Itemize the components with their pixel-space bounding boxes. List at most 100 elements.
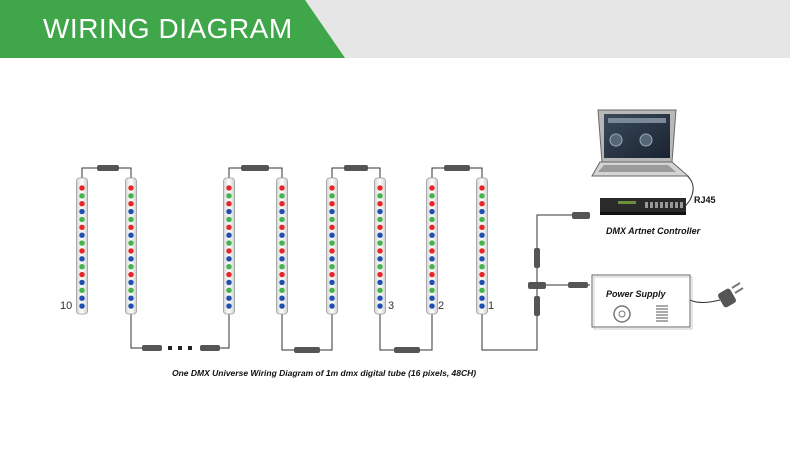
connector xyxy=(394,347,420,353)
led-pixel xyxy=(329,200,335,207)
tube-body xyxy=(426,177,438,315)
led-pixel xyxy=(479,287,485,294)
led-pixel xyxy=(128,263,134,270)
led-pixel xyxy=(479,279,485,286)
led-pixel xyxy=(377,216,383,223)
led-pixel xyxy=(329,263,335,270)
led-pixel xyxy=(429,248,435,254)
bottom-jumper-right xyxy=(218,312,230,349)
led-pixel xyxy=(479,200,485,207)
led-pixel xyxy=(226,216,232,223)
led-pixel xyxy=(377,193,383,199)
led-pixel xyxy=(79,303,85,309)
led-pixel xyxy=(79,232,85,238)
led-pixel xyxy=(79,295,85,301)
led-pixel xyxy=(226,271,232,278)
led-pixel xyxy=(479,208,485,215)
led-pixel xyxy=(79,279,85,286)
led-pixel xyxy=(79,208,85,215)
led-pixel xyxy=(226,295,232,301)
led-pixel xyxy=(226,279,232,286)
led-pixel xyxy=(226,256,232,262)
led-pixel xyxy=(128,193,134,199)
bottom-jumper-left xyxy=(130,312,142,349)
tube-body xyxy=(223,177,235,315)
led-pixel xyxy=(226,200,232,207)
tube-body xyxy=(76,177,88,315)
led-pixel xyxy=(479,232,485,238)
led-pixel xyxy=(479,240,485,246)
dmx-trunk-line xyxy=(536,214,575,300)
led-pixel xyxy=(279,263,285,270)
tube-body xyxy=(326,177,338,315)
laptop-icon xyxy=(591,109,690,177)
led-pixel xyxy=(429,232,435,238)
led-pixel xyxy=(329,185,335,191)
led-pixel xyxy=(329,303,335,309)
tube-label-10: 10 xyxy=(60,300,72,312)
led-tube xyxy=(326,177,338,315)
led-pixel xyxy=(429,303,435,309)
led-pixel xyxy=(479,271,485,278)
led-pixel xyxy=(226,248,232,254)
led-pixel xyxy=(226,185,232,191)
led-pixel xyxy=(279,279,285,286)
tube-body xyxy=(276,177,288,315)
led-pixel xyxy=(128,216,134,223)
connector xyxy=(534,248,540,268)
t-connector xyxy=(528,282,546,289)
connector xyxy=(241,165,269,171)
led-pixel xyxy=(429,263,435,270)
diagram-caption: One DMX Universe Wiring Diagram of 1m dm… xyxy=(172,368,476,378)
led-pixel xyxy=(279,224,285,231)
power-plug-icon xyxy=(718,282,744,308)
led-pixel xyxy=(429,256,435,262)
tube-label-1: 1 xyxy=(488,300,494,312)
led-pixel xyxy=(377,208,383,215)
power-supply-icon xyxy=(591,274,693,330)
led-pixel xyxy=(377,200,383,207)
led-pixel xyxy=(79,216,85,223)
led-pixel xyxy=(377,303,383,309)
led-pixel xyxy=(128,303,134,309)
led-pixel xyxy=(128,208,134,215)
bottom-jumper-4-3 xyxy=(379,312,433,351)
led-pixel xyxy=(377,263,383,270)
led-pixel xyxy=(279,240,285,246)
led-pixel xyxy=(329,216,335,223)
led-pixel xyxy=(429,240,435,246)
tube-body xyxy=(374,177,386,315)
led-tube xyxy=(125,177,137,315)
led-pixel xyxy=(79,200,85,207)
led-pixel xyxy=(329,193,335,199)
led-pixel xyxy=(79,224,85,231)
led-pixel xyxy=(226,193,232,199)
led-pixel xyxy=(377,256,383,262)
led-pixel xyxy=(377,240,383,246)
led-pixel xyxy=(279,232,285,238)
ellipsis-dots xyxy=(168,346,192,350)
led-pixel xyxy=(128,256,134,262)
led-pixel xyxy=(377,224,383,231)
led-pixel xyxy=(79,263,85,270)
bottom-jumper-6-5 xyxy=(281,312,333,351)
tube-body xyxy=(125,177,137,315)
header-banner: WIRING DIAGRAM xyxy=(0,0,790,58)
tube-body xyxy=(476,177,488,315)
led-pixel xyxy=(226,303,232,309)
connector xyxy=(444,165,470,171)
tube-label-3: 3 xyxy=(388,300,394,312)
connector xyxy=(200,345,220,351)
led-pixel xyxy=(279,248,285,254)
tube-label-2: 2 xyxy=(438,300,444,312)
led-pixel xyxy=(479,193,485,199)
led-pixel xyxy=(377,185,383,191)
dmx-controller-icon xyxy=(600,198,686,215)
led-pixel xyxy=(128,295,134,301)
led-pixel xyxy=(329,208,335,215)
led-tube xyxy=(476,177,488,315)
led-pixel xyxy=(479,303,485,309)
connector xyxy=(344,165,368,171)
connector xyxy=(572,212,590,219)
page-title: WIRING DIAGRAM xyxy=(43,13,293,44)
